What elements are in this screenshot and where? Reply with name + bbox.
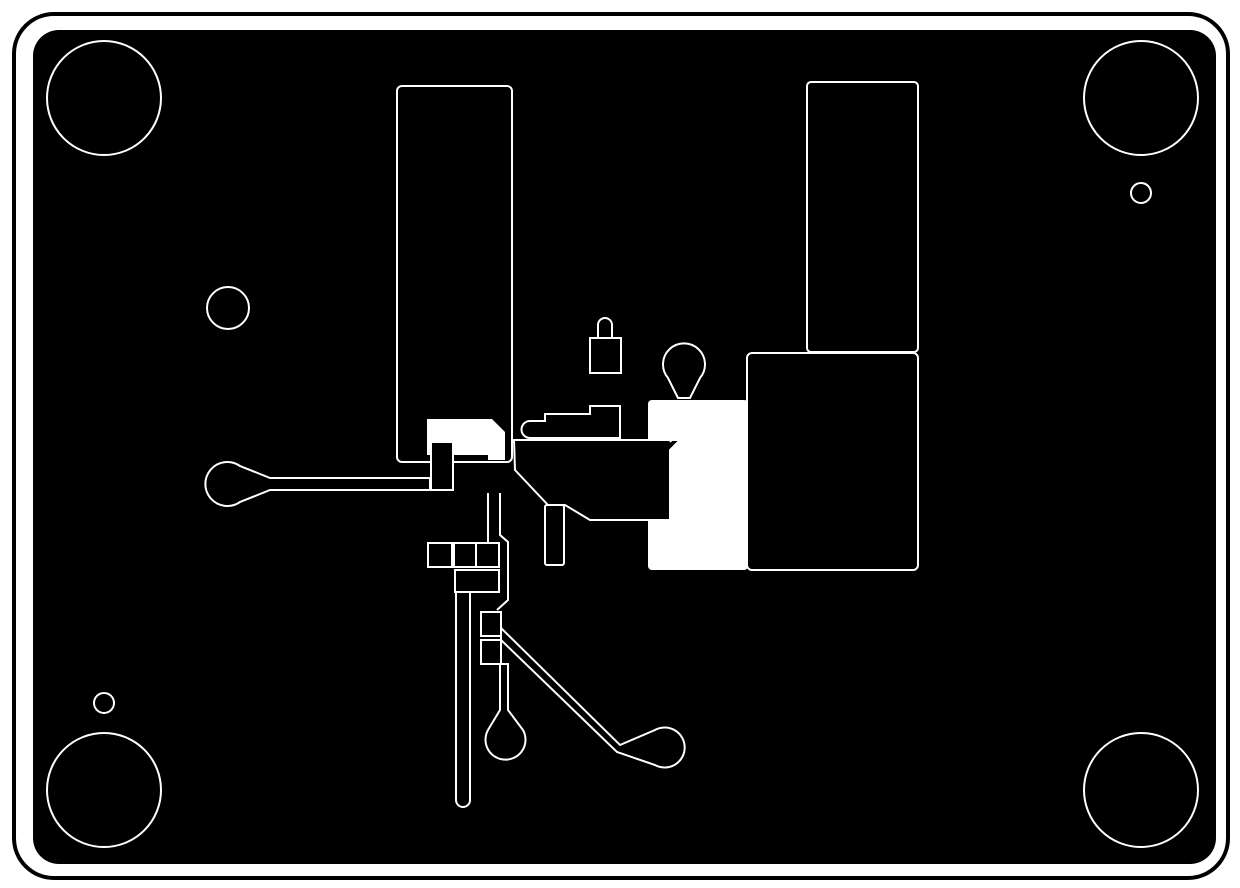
pad-row-3 [475, 542, 500, 568]
pad-left-small [430, 441, 454, 491]
pad-bottom-1 [480, 611, 502, 637]
via-top-right [1130, 182, 1152, 204]
pad-row-1 [427, 542, 453, 568]
mounting-hole-bottom-right [1083, 732, 1199, 848]
hole-left [206, 286, 250, 330]
mounting-hole-top-right [1083, 40, 1199, 156]
pad-bottom-2 [480, 639, 502, 665]
pad-vertical [544, 504, 565, 566]
trace-connector [669, 400, 681, 443]
teardrop-bottom [484, 663, 527, 761]
pad-pair [520, 405, 621, 439]
pad-column [454, 569, 500, 593]
via-bottom-left [93, 692, 115, 714]
pad-small-top [589, 337, 622, 374]
pad-large-bottom-right [746, 352, 919, 571]
mounting-hole-bottom-left [46, 732, 162, 848]
pad-row-2 [453, 542, 479, 568]
pad-large-top-right [806, 81, 919, 353]
trace-long-bottom [455, 591, 471, 808]
pad-large-left [396, 85, 513, 463]
teardrop-top [662, 342, 706, 399]
trace-center [512, 439, 683, 521]
pad-small-top-tab [597, 317, 613, 339]
trace-diagonal [500, 625, 686, 769]
trace-vertical-pair [487, 493, 509, 611]
mounting-hole-top-left [46, 40, 162, 156]
teardrop-left [204, 461, 431, 507]
